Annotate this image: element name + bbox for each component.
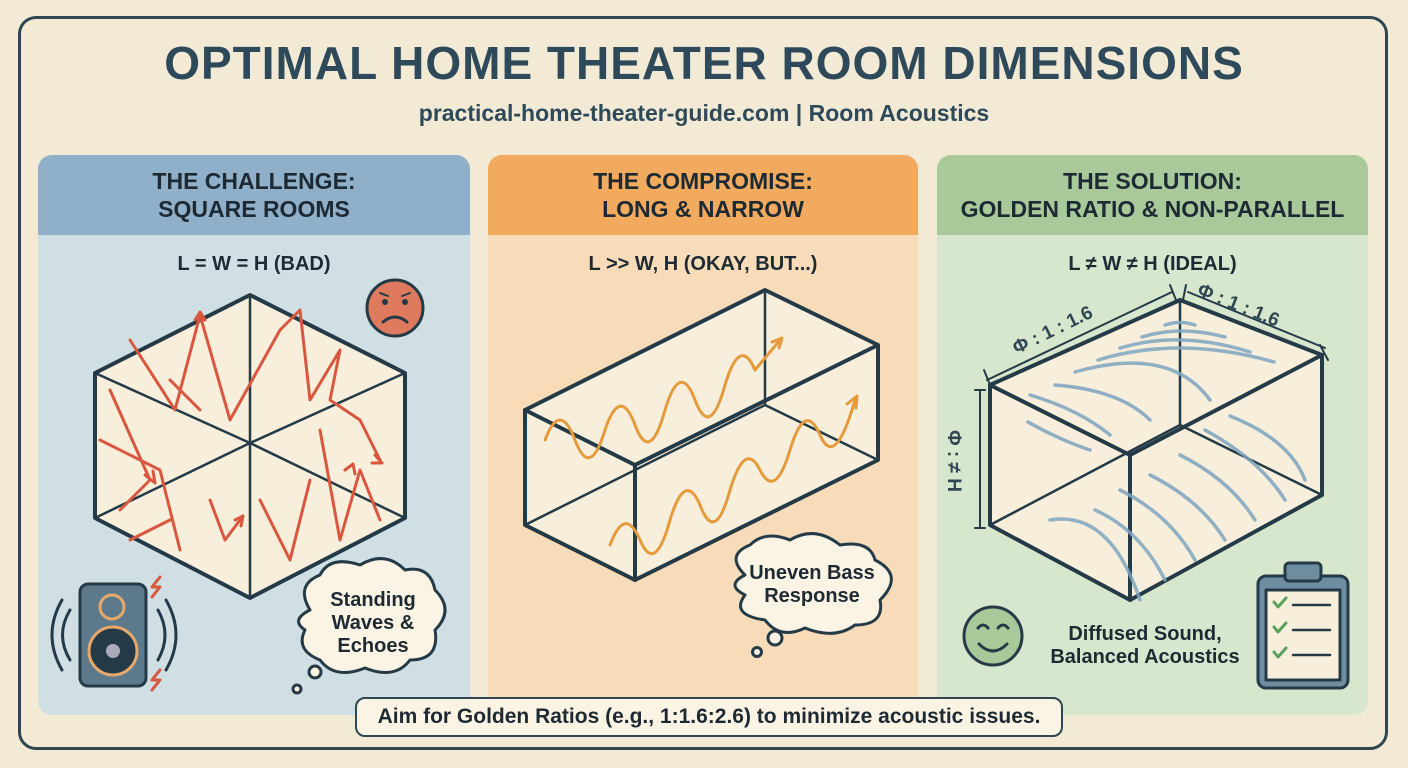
panel-title: GOLDEN RATIO & NON-PARALLEL — [960, 196, 1345, 222]
page-title: OPTIMAL HOME THEATER ROOM DIMENSIONS — [164, 37, 1244, 89]
panel-header: THE COMPROMISE:LONG & NARROW — [488, 155, 918, 235]
sound-waves — [543, 336, 859, 555]
panel-title: THE COMPROMISE: — [593, 168, 813, 194]
happy-face-icon — [962, 605, 1024, 667]
thought-bubble-text: Standing Waves & Echoes — [330, 589, 416, 657]
panel-title: THE CHALLENGE: — [152, 168, 356, 194]
panel-header: THE SOLUTION:GOLDEN RATIO & NON-PARALLEL — [937, 155, 1368, 235]
thought-cloud — [291, 557, 447, 695]
long-narrow-room-box — [523, 288, 880, 582]
page-subtitle: practical-home-theater-guide.com | Room … — [418, 100, 990, 126]
tip-callout: Aim for Golden Ratios (e.g., 1:1.6:2.6) … — [355, 697, 1063, 737]
thought-cloud — [733, 532, 893, 658]
panel-title: LONG & NARROW — [602, 196, 804, 222]
panel-title: SQUARE ROOMS — [158, 196, 350, 222]
panel-header: THE CHALLENGE:SQUARE ROOMS — [38, 155, 470, 235]
diffused-waves — [1026, 320, 1307, 602]
dimension-label-height: Φ : ≠ H — [942, 430, 964, 492]
checklist-clipboard-icon — [1256, 561, 1350, 690]
formula: L ≠ W ≠ H (IDEAL) — [1068, 253, 1237, 275]
formula: L >> W, H (OKAY, BUT...) — [588, 253, 818, 275]
result-text: Diffused Sound, Balanced Acoustics — [1050, 623, 1240, 668]
formula: L = W = H (BAD) — [177, 253, 331, 275]
panel-title: THE SOLUTION: — [1063, 168, 1242, 194]
dimension-lines — [974, 284, 1329, 529]
outer-frame — [18, 16, 1388, 750]
square-room-cube — [93, 293, 407, 600]
reflection-arrows — [98, 308, 384, 562]
sad-face-icon — [365, 278, 425, 338]
thought-bubble-text: Uneven Bass Response — [749, 562, 875, 607]
broken-speaker-icon — [50, 575, 178, 692]
